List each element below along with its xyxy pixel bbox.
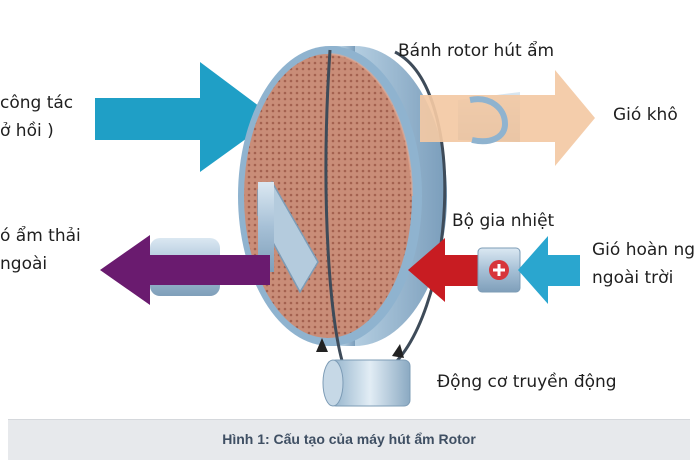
label-dry-air: Gió khô: [613, 105, 678, 125]
label-wet-exhaust-line1: ó ẩm thải: [0, 226, 81, 246]
label-wet-exhaust-line2: ngoài: [0, 254, 48, 274]
label-motor: Động cơ truyền động: [437, 372, 617, 392]
dry-air-arrow: [420, 70, 595, 166]
label-outdoor-air-line2: ngoài trời: [592, 268, 674, 288]
caption-bar: Hình 1: Cấu tạo của máy hút ẩm Rotor: [8, 419, 690, 460]
label-process-air-line2: ở hồi ): [0, 121, 54, 141]
label-heater: Bộ gia nhiệt: [452, 211, 555, 231]
wet-exhaust-arrow: [100, 235, 270, 305]
figure-caption: Hình 1: Cấu tạo của máy hút ẩm Rotor: [222, 431, 476, 447]
heater-arrow: [408, 238, 478, 302]
motor: [316, 338, 411, 407]
label-rotor-wheel: Bánh rotor hút ẩm: [398, 41, 555, 61]
process-air-arrow: [95, 62, 275, 172]
heater-box: [477, 247, 521, 293]
outdoor-air-arrow: [518, 236, 580, 304]
label-outdoor-air-line1: Gió hoàn ng: [592, 240, 695, 260]
label-process-air-line1: công tác: [0, 93, 74, 113]
